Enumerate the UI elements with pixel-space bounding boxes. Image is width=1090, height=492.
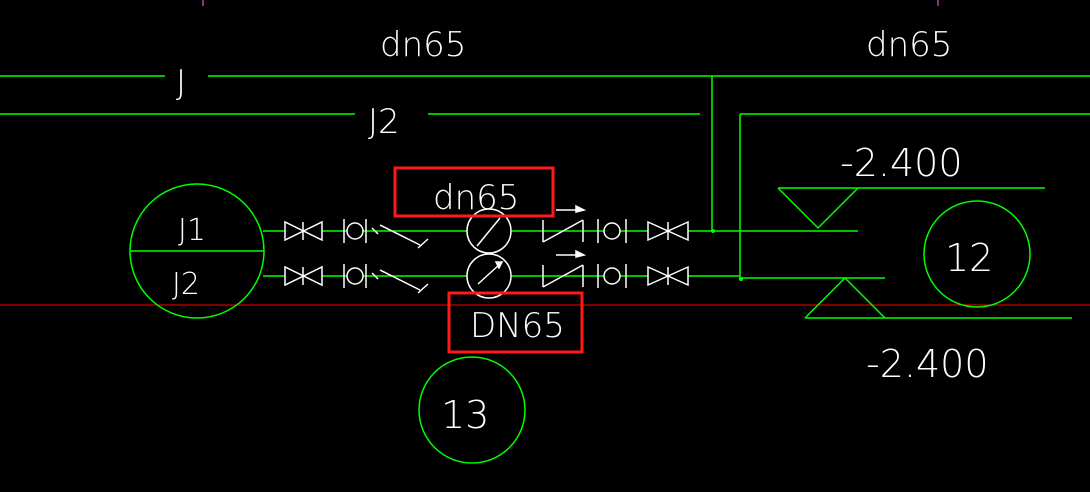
pressure-gauge-icon [466,208,512,254]
fittings-row-j2 [284,249,689,299]
pressure-gauge-icon [466,253,512,299]
highlight-box-top [393,166,555,218]
union-icon [343,264,367,288]
union-icon [597,264,627,288]
node-label-12: 12 [945,236,993,280]
node-label-j1: J1 [178,213,206,248]
gate-valve-icon [284,220,323,242]
filter-icon [371,269,429,294]
node-j1-j2 [129,183,265,319]
union-icon [343,219,367,243]
fittings-row-j1 [284,204,689,254]
check-valve-icon [542,219,584,243]
gate-valve-icon [284,265,323,287]
pipe-size-label-left: dn65 [380,25,466,65]
node-13-circle [418,356,526,464]
node-12-circle [923,200,1031,308]
pipe-size-label-right: dn65 [866,25,952,65]
elevation-label-bottom: -2.400 [866,342,989,386]
highlight-box-bottom [447,291,584,354]
filter-icon [371,224,429,249]
union-icon [597,219,627,243]
top-tick-marks [202,0,939,6]
junction-dot-j1 [711,229,715,233]
elevation-marker-bottom [804,276,1072,319]
highlight-label-bottom: DN65 [470,306,565,346]
main-pipe-label-j2: J2 [368,102,400,142]
gate-valve-icon [647,265,689,287]
check-valve-icon [542,264,584,288]
elevation-label-top: -2.400 [840,141,963,185]
junction-dot-j2 [739,277,743,281]
elevation-marker-top [777,187,1045,230]
highlight-label-top: dn65 [433,178,519,218]
gate-valve-icon [647,220,689,242]
flow-arrow-icon [556,204,587,213]
node-label-13: 13 [441,393,489,437]
flow-arrow-icon [556,249,587,258]
node-label-j2: J2 [172,267,200,302]
main-pipe-label-j: J [176,63,186,103]
